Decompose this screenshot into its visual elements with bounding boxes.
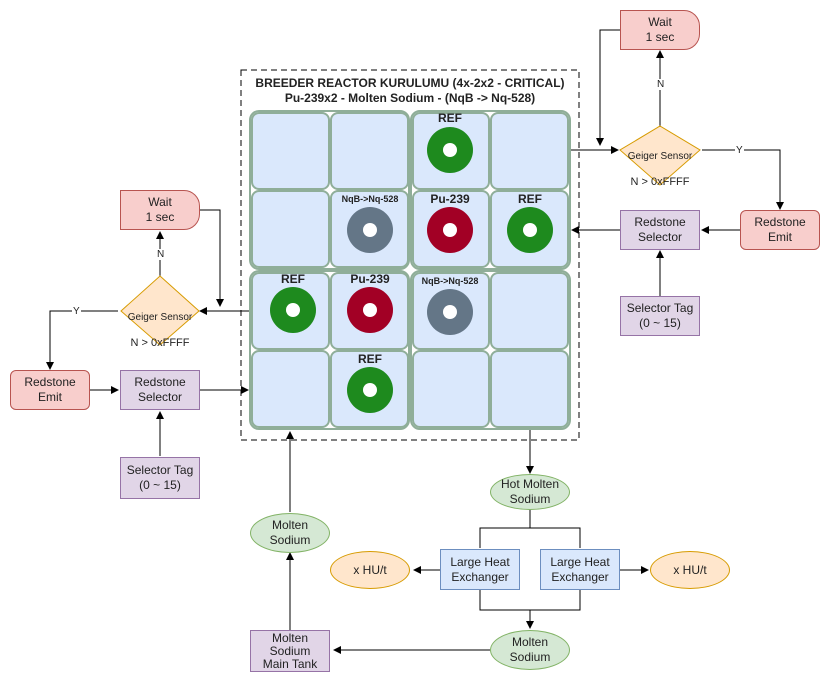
rod-label: REF	[518, 192, 542, 206]
rod-label: REF	[438, 111, 462, 125]
fuel-rod	[347, 287, 393, 333]
rod-label: REF	[281, 272, 305, 286]
reactor-title-line1: BREEDER REACTOR KURULUMU (4x-2x2 - CRITI…	[255, 76, 565, 90]
right-heat-exchanger[interactable]: Large Heat Exchanger	[540, 549, 620, 590]
rod-label: Pu-239	[350, 272, 390, 286]
left-label-n: N	[156, 249, 166, 260]
rod-label: NqB->Nq-528	[341, 194, 399, 204]
reactor-quadrant-bottom-right	[410, 270, 571, 430]
reflector-rod	[507, 207, 553, 253]
fuel-rod	[427, 207, 473, 253]
left-redstone-emit[interactable]: Redstone Emit	[10, 370, 90, 410]
reflector-rod	[270, 287, 316, 333]
left-heat-exchanger[interactable]: Large Heat Exchanger	[440, 549, 520, 590]
cold-molten-sodium[interactable]: Molten Sodium	[490, 630, 570, 670]
reactor-quadrant-bottom-left	[249, 270, 410, 430]
reactor-cell	[251, 190, 330, 268]
rod-label: REF	[358, 352, 382, 366]
right-selector-tag[interactable]: Selector Tag (0 ~ 15)	[620, 296, 700, 336]
right-label-n: N	[656, 79, 666, 90]
reactor-cell	[330, 112, 409, 190]
left-heat-output: x HU/t	[330, 551, 410, 589]
right-sensor-condition: N > 0xFFFF	[630, 176, 690, 188]
left-redstone-selector[interactable]: Redstone Selector	[120, 370, 200, 410]
breeder-rod	[427, 289, 473, 335]
reactor-cell	[412, 272, 490, 350]
reactor-cell	[251, 350, 330, 428]
reactor-title: BREEDER REACTOR KURULUMU (4x-2x2 - CRITI…	[241, 76, 579, 106]
right-label-y: Y	[735, 145, 744, 156]
right-sensor-label: Geiger Sensor N > 0xFFFF	[612, 137, 708, 202]
reactor-cell	[490, 350, 569, 428]
reflector-rod	[427, 127, 473, 173]
left-sensor-title: Geiger Sensor	[127, 312, 193, 323]
right-heat-output: x HU/t	[650, 551, 730, 589]
rod-label: NqB->Nq-528	[421, 276, 479, 286]
hot-molten-sodium[interactable]: Hot Molten Sodium	[490, 474, 570, 510]
right-sensor-title: Geiger Sensor	[627, 151, 693, 162]
left-wait-block[interactable]: Wait 1 sec	[120, 190, 200, 230]
right-redstone-selector[interactable]: Redstone Selector	[620, 210, 700, 250]
reactor-cell	[412, 190, 490, 268]
breeder-rod	[347, 207, 393, 253]
reactor-quadrant-top-left	[249, 110, 410, 270]
reactor-cell	[490, 272, 569, 350]
reactor-cell	[412, 350, 490, 428]
right-wait-block[interactable]: Wait 1 sec	[620, 10, 700, 50]
reactor-container	[240, 69, 580, 441]
reactor-cell	[490, 112, 569, 190]
molten-sodium-main-tank[interactable]: Molten Sodium Main Tank	[250, 630, 330, 672]
return-molten-sodium[interactable]: Molten Sodium	[250, 513, 330, 553]
reflector-rod	[347, 367, 393, 413]
rod-label: Pu-239	[430, 192, 470, 206]
right-redstone-emit[interactable]: Redstone Emit	[740, 210, 820, 250]
left-selector-tag[interactable]: Selector Tag (0 ~ 15)	[120, 457, 200, 499]
left-label-y: Y	[72, 306, 81, 317]
left-sensor-condition: N > 0xFFFF	[130, 337, 190, 349]
right-geiger-sensor	[619, 125, 701, 186]
reactor-quadrant-top-right	[410, 110, 571, 270]
left-geiger-sensor	[120, 275, 200, 346]
reactor-cell	[330, 350, 409, 428]
left-sensor-label: Geiger Sensor N > 0xFFFF	[112, 298, 208, 363]
reactor-cell	[251, 112, 330, 190]
reactor-title-line2: Pu-239x2 - Molten Sodium - (NqB -> Nq-52…	[284, 91, 536, 105]
